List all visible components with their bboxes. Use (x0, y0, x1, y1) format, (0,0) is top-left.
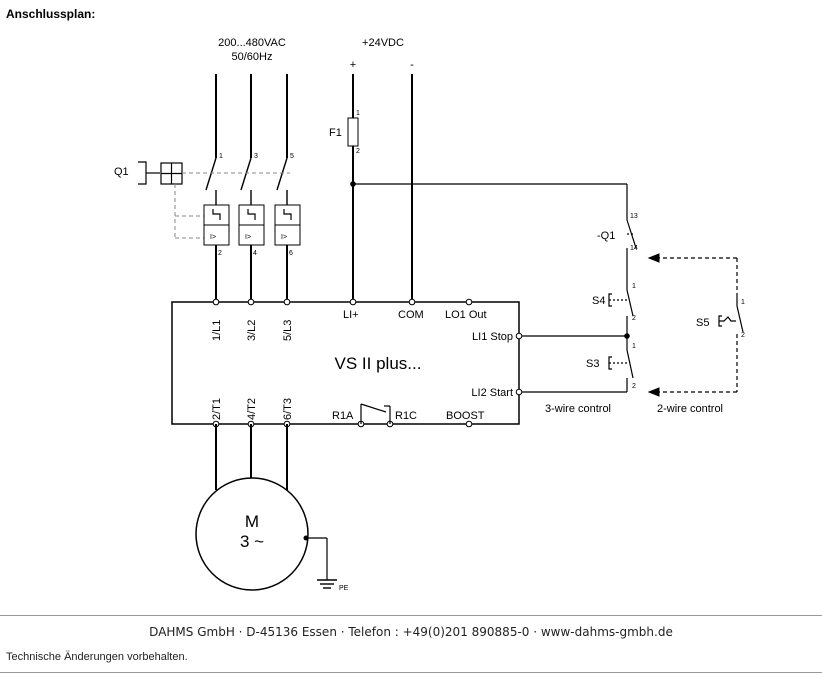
fuse-top-number: 1 (356, 110, 360, 117)
motor-letter: M (245, 512, 259, 531)
terminal-4-t2: 4/T2 (246, 398, 258, 420)
terminal-5-l3: 5/L3 (282, 320, 294, 341)
thermal-element-icons (212, 209, 292, 220)
footer-divider-top (0, 615, 822, 616)
two-wire-dashed-wiring (647, 253, 738, 397)
s4-top-number: 1 (632, 283, 636, 290)
two-wire-switch-s5 (718, 296, 744, 333)
aux-top-number: 13 (630, 213, 638, 220)
start-button-s3 (608, 336, 634, 392)
dc-supply-lines (352, 74, 413, 302)
terminal-3-l2: 3/L2 (246, 320, 258, 341)
ground-junction-dot (303, 535, 309, 541)
dc-voltage-label: +24VDC (362, 37, 404, 49)
ac-voltage-label: 200...480VAC (218, 37, 286, 49)
footer-note: Technische Änderungen vorbehalten. (6, 651, 188, 663)
terminal-li1-stop: LI1 Stop (472, 331, 513, 343)
terminal-lo1-out: LO1 Out (445, 309, 487, 321)
fuse-f1-label: F1 (329, 127, 342, 139)
breaker-linkage-dashed (174, 172, 290, 239)
aux-contact-label: -Q1 (597, 230, 615, 242)
breaker-handle-icon (138, 161, 183, 185)
relay-r1-contact (360, 403, 391, 424)
two-wire-switch-label: S5 (696, 317, 709, 329)
breaker-main-contacts (205, 157, 288, 205)
controller-box (171, 301, 520, 425)
junction-dot-plus (350, 181, 356, 187)
pole2-top-number: 3 (254, 153, 258, 160)
stop-button-label: S4 (592, 295, 605, 307)
two-wire-caption: 2-wire control (657, 403, 723, 415)
trip-symbol-2: I> (245, 234, 251, 241)
terminal-r1c: R1C (395, 410, 417, 422)
aux-bottom-number: 14 (630, 245, 638, 252)
terminal-com: COM (398, 309, 424, 321)
pole2-bottom-number: 4 (253, 250, 257, 257)
ac-frequency-label: 50/60Hz (232, 51, 273, 63)
pole1-top-number: 1 (219, 153, 223, 160)
pole3-bottom-number: 6 (289, 250, 293, 257)
s3-bottom-number: 2 (632, 383, 636, 390)
trip-symbol-3: I> (281, 234, 287, 241)
terminal-boost: BOOST (446, 410, 485, 422)
terminal-r1a: R1A (332, 410, 354, 422)
s5-top-number: 1 (741, 299, 745, 306)
fuse-bottom-number: 2 (356, 148, 360, 155)
terminal-li2-start: LI2 Start (471, 387, 513, 399)
pole3-top-number: 5 (290, 153, 294, 160)
dc-minus-label: - (410, 59, 414, 71)
trip-units (203, 204, 301, 246)
dc-plus-label: + (350, 59, 356, 71)
motor-phase-label: 3 ~ (240, 532, 264, 551)
terminal-2-t1: 2/T1 (211, 398, 223, 420)
phase-lines-top (215, 74, 288, 158)
pole1-bottom-number: 2 (218, 250, 222, 257)
trip-symbol-1: I> (210, 234, 216, 241)
stop-button-s4 (608, 289, 634, 336)
wiring-diagram: Anschlussplan: 200...480VAC 50/60Hz +24V… (6, 7, 745, 592)
ground-pe-label: PE (339, 585, 349, 592)
three-wire-caption: 3-wire control (545, 403, 611, 415)
breaker-q1-label: Q1 (114, 166, 129, 178)
diagram-heading: Anschlussplan: (6, 7, 95, 21)
s3-top-number: 1 (632, 343, 636, 350)
footer-divider-bottom (0, 672, 822, 673)
controller-name: VS II plus... (335, 354, 422, 373)
terminal-li-plus: LI+ (343, 309, 359, 321)
phase-lines-to-controller (215, 245, 288, 302)
controller-top-terminals (212, 298, 523, 396)
start-button-label: S3 (586, 358, 599, 370)
motor-symbol (195, 477, 309, 591)
motor-leads (215, 424, 288, 490)
s5-bottom-number: 2 (741, 332, 745, 339)
ground-icon (317, 579, 337, 589)
ground-wire (306, 537, 328, 580)
terminal-6-t3: 6/T3 (282, 398, 294, 420)
aux-contact-q1 (626, 219, 637, 290)
fuse-f1-symbol (347, 117, 359, 147)
s4-bottom-number: 2 (632, 315, 636, 322)
terminal-1-l1: 1/L1 (211, 320, 223, 341)
footer-address: DAHMS GmbH · D-45136 Essen · Telefon : +… (149, 625, 673, 639)
control-supply-line (353, 183, 628, 220)
